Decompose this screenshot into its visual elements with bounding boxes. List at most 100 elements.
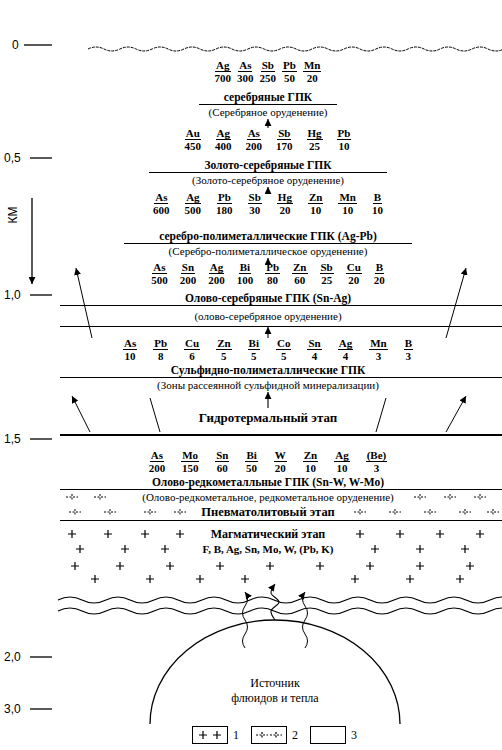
- magmatic-mark: [461, 545, 469, 553]
- element-fraction: Mn20: [303, 60, 322, 84]
- depth-tick: [30, 157, 52, 158]
- swatch-mark: [270, 732, 282, 738]
- element-symbol: W: [274, 450, 287, 462]
- swatch-mark: [199, 731, 207, 739]
- source-arc: [150, 620, 400, 724]
- element-value: 25: [309, 140, 320, 152]
- element-value: 20: [374, 274, 385, 286]
- element-fraction: Pb50: [282, 60, 297, 84]
- flow-connector: [267, 119, 268, 128]
- element-symbol: As: [154, 192, 168, 204]
- pneumatolytic-mark: [414, 494, 426, 500]
- element-value: 10: [125, 350, 136, 362]
- element-fraction: Pb10: [337, 128, 352, 152]
- magmatic-mark: [416, 545, 424, 553]
- element-fraction: Bi50: [245, 450, 257, 474]
- element-value: 50: [284, 72, 295, 84]
- depth-tick: [24, 44, 52, 45]
- flow-line: [150, 398, 160, 432]
- stage-title: Магматический этап: [60, 527, 476, 542]
- pneumatolytic-mark: [474, 494, 486, 500]
- element-fraction: Au450: [185, 128, 202, 152]
- element-symbol: Ag: [216, 128, 231, 140]
- element-fraction: As200: [246, 128, 263, 152]
- element-symbol: (Be): [366, 450, 388, 462]
- element-value: 5: [251, 350, 257, 362]
- stage-title: Гидротермальный этап: [60, 410, 476, 426]
- element-value: 250: [260, 72, 277, 84]
- element-symbol: Zn: [292, 262, 307, 274]
- element-value: 10: [305, 462, 316, 474]
- element-symbol: Sb: [320, 262, 334, 274]
- magmatic-mark: [356, 530, 364, 538]
- stage-title: Пневматолитовый этап: [60, 505, 476, 520]
- element-fraction: Ag400: [215, 128, 232, 152]
- element-fraction: B20: [374, 262, 385, 286]
- element-fraction: Ag500: [185, 192, 202, 216]
- flow-connector: [267, 392, 268, 408]
- element-value: 4: [312, 350, 318, 362]
- element-fraction: Sb25: [320, 262, 334, 286]
- element-symbol: Ag: [334, 450, 349, 462]
- axis-unit: КМ: [6, 207, 20, 224]
- stage-band: Гидротермальный этап: [60, 408, 502, 436]
- depth-label: 1,5: [4, 432, 21, 446]
- magmatic-mark: [316, 562, 324, 570]
- zone-title: Золото-серебряные ГПК: [149, 159, 386, 173]
- element-fraction: Ag700: [215, 60, 232, 84]
- legend-item: 2: [251, 726, 298, 744]
- element-symbol: As: [247, 128, 261, 140]
- element-symbol: B: [404, 338, 413, 350]
- element-value: 300: [237, 72, 254, 84]
- element-symbol: Ag: [185, 192, 200, 204]
- source-dome: Источник флюидов и тепла: [150, 620, 400, 724]
- element-fraction: Bi5: [248, 338, 260, 362]
- element-symbol: Cu: [184, 338, 200, 350]
- mineralization-note: (олово-серебряное оруденение): [60, 306, 502, 327]
- element-fraction: Hg25: [307, 128, 323, 152]
- element-value: 8: [158, 350, 164, 362]
- magmatic-mark: [266, 562, 274, 570]
- element-fraction: Cu20: [346, 262, 362, 286]
- flow-arrow: [446, 268, 466, 338]
- element-fraction: As500: [151, 262, 168, 286]
- legend: 123: [192, 726, 369, 744]
- pneumatolytic-mark: [459, 509, 471, 515]
- element-value: 170: [276, 140, 293, 152]
- element-symbol: Pb: [153, 338, 168, 350]
- zone-title: серебряные ГПК: [199, 91, 337, 105]
- pneumatolytic-mark: [487, 509, 499, 515]
- element-symbol: Au: [185, 128, 201, 140]
- element-symbol: Sn: [181, 262, 195, 274]
- element-fraction: Zn60: [292, 262, 307, 286]
- legend-item: 1: [192, 726, 239, 744]
- element-value: 10: [336, 462, 347, 474]
- pneumatolytic-mark: [66, 494, 78, 500]
- element-fraction: Pb180: [216, 192, 233, 216]
- depth-tick: [30, 294, 52, 295]
- element-symbol: As: [238, 60, 252, 72]
- magmatic-mark: [146, 575, 154, 583]
- element-symbol: B: [373, 192, 382, 204]
- zone-title: серебро-полиметаллические ГПК (Ag-Pb): [124, 230, 412, 244]
- swatch-frame: [252, 727, 287, 744]
- depth-tick: [30, 708, 52, 709]
- element-symbol: Pb: [282, 60, 297, 72]
- element-fraction: B3: [404, 338, 413, 362]
- element-symbol: Mn: [338, 192, 357, 204]
- element-symbol: Mn: [303, 60, 322, 72]
- element-symbol: Mn: [369, 338, 388, 350]
- magmatic-mark: [456, 575, 464, 583]
- magmatic-mark: [68, 530, 76, 538]
- stage-band: Магматический этапF, B, Ag, Sn, Mo, W, (…: [60, 522, 502, 584]
- element-symbol: Bi: [248, 338, 260, 350]
- element-symbol: As: [152, 262, 166, 274]
- element-symbol: Ag: [338, 338, 353, 350]
- element-symbol: Sb: [277, 128, 291, 140]
- element-value: 6: [189, 350, 195, 362]
- element-symbol: Sn: [215, 450, 229, 462]
- ore-zone-band: As500Sn200Ag200Bi100Pb80Zn60Sb25Cu20B20О…: [34, 262, 502, 327]
- element-symbol: B: [375, 262, 384, 274]
- element-value: 180: [216, 204, 233, 216]
- element-value: 100: [237, 274, 254, 286]
